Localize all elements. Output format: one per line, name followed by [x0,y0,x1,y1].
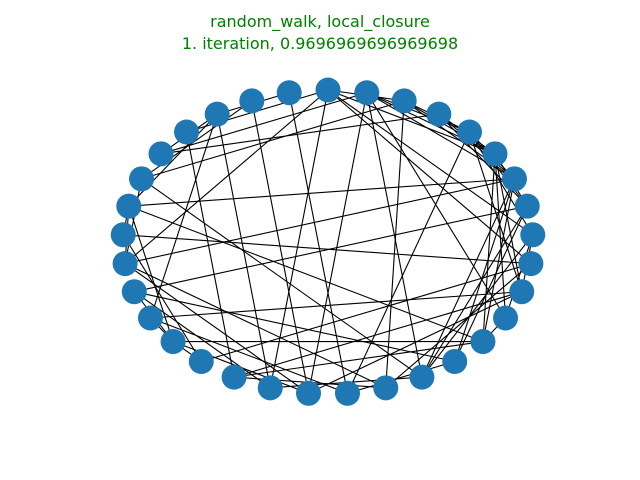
graph-edge [160,92,367,155]
graph-edge [128,205,484,343]
graph-edge [150,291,522,319]
graph-edge [134,291,455,363]
graph-edge [454,178,515,362]
graph-edge [128,178,515,207]
graph-edge [288,92,349,394]
graph-node [257,375,283,401]
graph-node [188,348,214,374]
graph-edge [185,131,235,378]
graph-node [391,88,417,114]
graph-node [148,141,174,167]
graph-edge [124,263,386,389]
graph-edge [421,205,528,378]
graph-title-line-2: 1. iteration, 0.9696969696969698 [181,34,459,53]
graph-edge [482,178,516,342]
graph-node [296,380,322,406]
graph-node [239,88,265,114]
graph-node [442,348,468,374]
graph-edge [505,234,534,319]
graph-node [456,119,482,145]
graph-edge [494,153,523,292]
graph-node [116,193,142,219]
graph-edge [347,360,455,394]
graph-node [121,279,147,305]
graph-edge [385,100,405,388]
graph-edge [366,92,470,133]
graph-node [221,364,247,390]
graph-node [204,101,230,127]
graph-edge [160,113,439,155]
graph-node [354,80,380,106]
graph-title-line-1: random_walk, local_closure [210,12,430,31]
graph-edge [468,131,523,292]
graph-node [493,305,519,331]
graph-node [409,364,435,390]
graph-node [174,119,200,145]
graph-edge [124,263,309,394]
graph-edge [149,113,218,319]
graph-edge [251,100,310,394]
graph-edge [124,178,143,264]
graph-node [518,251,544,277]
graph-edge [482,153,496,342]
graph-edge [346,131,470,394]
graph-edge [438,113,515,180]
graph-edge [233,340,484,378]
graph-node [276,80,302,106]
graph-node [470,329,496,355]
graph-edge [124,178,515,265]
graph-node [112,251,138,277]
graph-node [426,101,452,127]
graph-node [482,141,508,167]
graph-edge [421,234,534,378]
graph-node [373,375,399,401]
graph-edge [128,205,174,342]
graph-node [514,193,540,219]
graph-edge [385,263,532,389]
graph-edge [141,100,253,180]
graph-edge [201,263,532,363]
graph-node [315,77,341,103]
graph-node [501,166,527,192]
graph-edge [494,153,507,319]
graph-edge [141,100,405,180]
graph-edge [122,234,202,362]
graph-nodes [110,77,546,406]
graph-node [160,329,186,355]
graph-node [520,222,546,248]
graph-edge [366,92,507,319]
graph-node [129,166,155,192]
graph-node [334,380,360,406]
graph-edge [216,114,271,388]
graph-edge [150,317,348,394]
graph-edge [421,178,515,378]
graph-edge [307,92,368,394]
graph-edge [233,291,522,378]
graph-node [110,222,136,248]
graph-node [137,305,163,331]
graph-edge [123,234,531,265]
graph-edge [141,178,423,378]
graph-node [509,279,535,305]
